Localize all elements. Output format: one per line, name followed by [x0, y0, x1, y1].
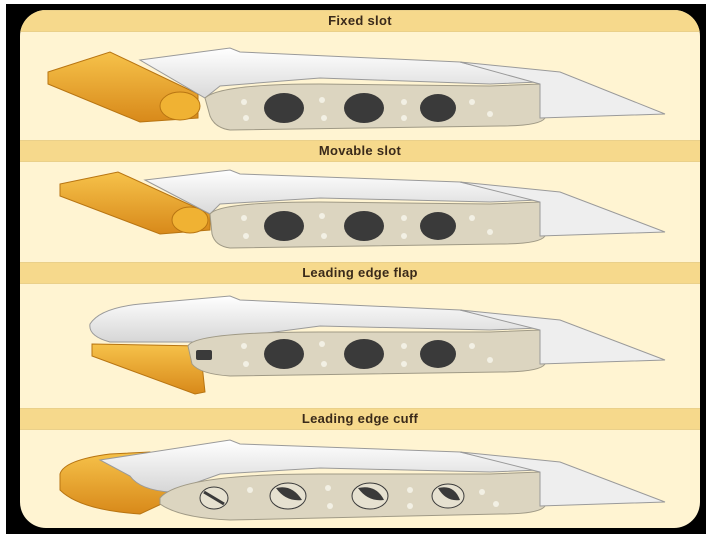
section-header-movable-slot: Movable slot [20, 140, 700, 162]
section-title: Movable slot [319, 141, 401, 161]
leading-edge-cuff-illustration [20, 430, 700, 528]
diagram-panel: Fixed slot [20, 10, 700, 528]
lightening-hole [420, 212, 456, 240]
section-header-leading-edge-flap: Leading edge flap [20, 262, 700, 284]
section-title: Leading edge flap [302, 263, 418, 283]
fixed-slot-illustration [20, 32, 700, 140]
slat-leading-edge [160, 92, 200, 120]
section-header-fixed-slot: Fixed slot [20, 10, 700, 32]
lightening-hole [420, 340, 456, 368]
leading-edge-flap-illustration [20, 284, 700, 402]
lightening-hole [344, 93, 384, 123]
lightening-hole [264, 211, 304, 241]
lightening-hole [264, 93, 304, 123]
section-header-leading-edge-cuff: Leading edge cuff [20, 408, 700, 430]
section-title: Leading edge cuff [302, 409, 418, 429]
lightening-hole [264, 339, 304, 369]
slat-leading-edge [172, 207, 208, 233]
lightening-hole [420, 94, 456, 122]
section-title: Fixed slot [328, 11, 392, 31]
movable-slot-illustration [20, 162, 700, 260]
lightening-hole [344, 211, 384, 241]
flap-shape [92, 344, 205, 394]
lightening-hole [344, 339, 384, 369]
